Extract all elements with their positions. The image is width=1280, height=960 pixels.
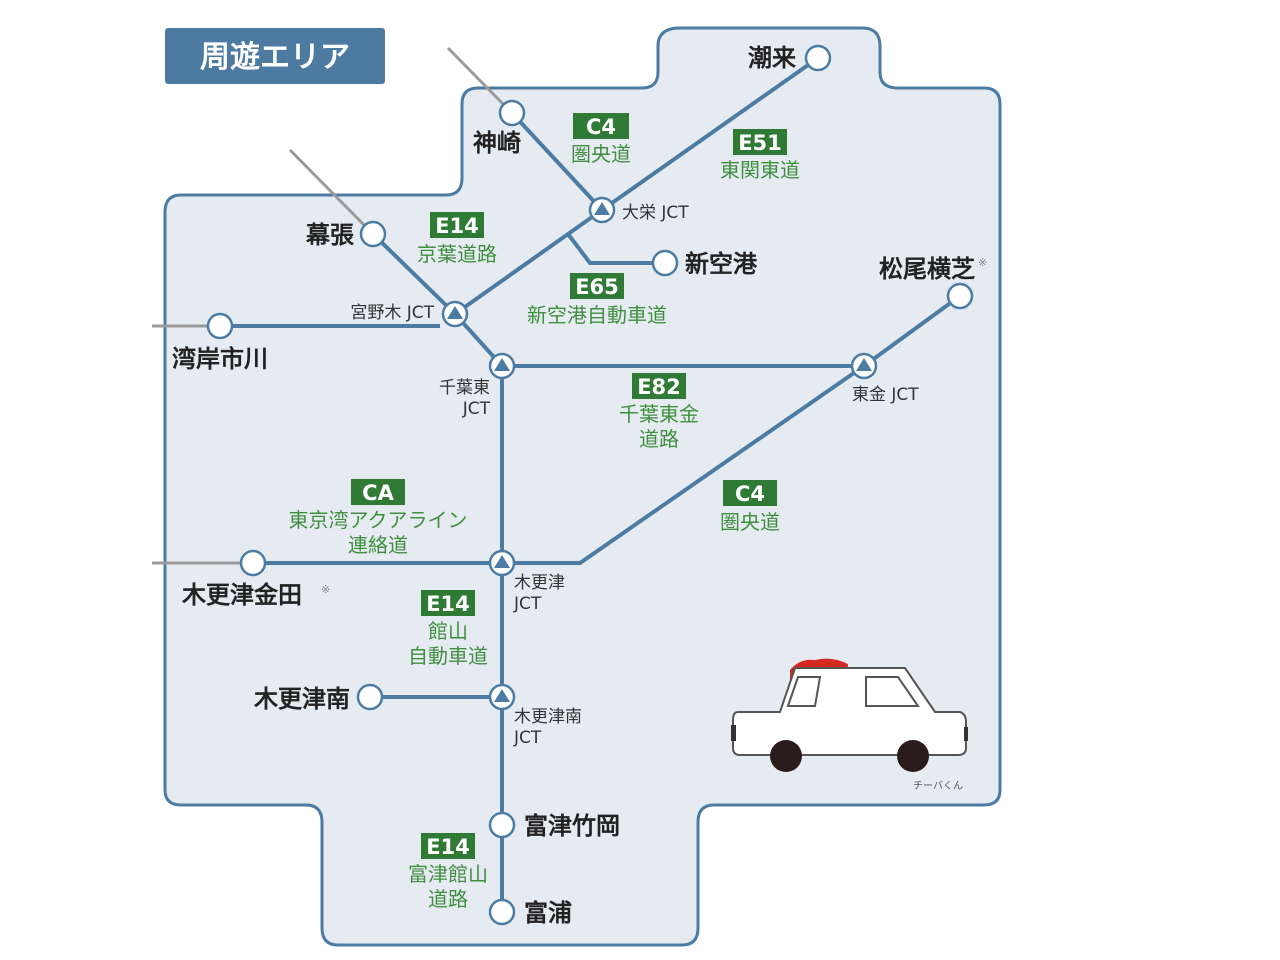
car-illustration: チーバくん (731, 658, 968, 792)
jct-nodes (441, 196, 878, 711)
route-text: E14 (426, 835, 470, 859)
station-node-kozaki[interactable] (498, 99, 526, 127)
jct-label-kisarazu-1: 木更津 (514, 573, 565, 593)
route-text: C4 (586, 115, 616, 139)
jct-icon-taiei[interactable] (588, 196, 616, 224)
station-node-wangan[interactable] (206, 312, 234, 340)
route-text: E65 (575, 275, 619, 299)
jct-icon-kisarazu[interactable] (488, 549, 516, 577)
jct-label-taiei: 大栄 JCT (622, 203, 689, 223)
route-text: 自動車道 (408, 644, 488, 668)
route-badge-ca: CA 東京湾アクアライン 連絡道 (289, 479, 468, 557)
jct-label-kisarazu-2: JCT (513, 594, 542, 614)
station-label-kozaki: 神崎 (473, 129, 521, 157)
map-title: 周遊エリア (200, 40, 350, 75)
expressway-lines (220, 56, 962, 912)
station-label-wangan: 湾岸市川 (172, 345, 268, 373)
route-text: 圏央道 (720, 510, 780, 534)
station-label-kanada: 木更津金田 (181, 581, 302, 609)
station-note-matsuo: ※ (978, 256, 987, 269)
station-nodes (206, 44, 974, 926)
station-label-tomiura: 富浦 (524, 899, 572, 927)
station-label-matsuo: 松尾横芝 (879, 255, 975, 283)
station-node-tomiura[interactable] (488, 898, 516, 926)
route-badge-e82: E82 千葉東金 道路 (619, 373, 699, 451)
station-label-shinkuko: 新空港 (685, 250, 758, 278)
route-text: 千葉東金 (619, 402, 699, 426)
route-text: CA (362, 481, 394, 505)
title-badge: 周遊エリア (165, 28, 385, 84)
station-node-futtsu[interactable] (488, 811, 516, 839)
route-text: E14 (426, 592, 470, 616)
route-badge-e14-futtsu: E14 富津館山 道路 (408, 833, 488, 911)
route-badge-e14-tateyama: E14 館山 自動車道 (408, 590, 488, 668)
station-label-makuhari: 幕張 (305, 221, 355, 249)
station-label-itako: 潮来 (748, 44, 797, 72)
station-node-itako[interactable] (804, 44, 832, 72)
route-text: 館山 (428, 619, 468, 643)
jct-label-miyanogi: 宮野木 JCT (350, 303, 434, 323)
jct-icon-togane[interactable] (850, 352, 878, 380)
jct-icon-miyanogi[interactable] (441, 300, 469, 328)
route-text: E14 (435, 214, 479, 238)
route-text: 新空港自動車道 (527, 303, 667, 327)
jct-label-chibahigashi-2: JCT (462, 399, 491, 419)
route-text: 道路 (428, 887, 468, 911)
route-text: 道路 (639, 427, 679, 451)
station-note-kanada: ※ (321, 583, 330, 596)
jct-label-kisarazuminami-2: JCT (513, 728, 542, 748)
station-node-matsuo[interactable] (946, 282, 974, 310)
station-node-shinkuko[interactable] (651, 249, 679, 277)
jct-label-kisarazuminami-1: 木更津南 (514, 707, 582, 727)
route-badge-c4-north: C4 圏央道 (571, 113, 631, 166)
jct-icon-kisarazu-minami[interactable] (488, 683, 516, 711)
character-caption: チーバくん (913, 780, 963, 792)
station-label-futtsu: 富津竹岡 (524, 812, 620, 840)
jct-label-chibahigashi-1: 千葉東 (439, 378, 490, 398)
station-label-kisarazu-minami: 木更津南 (253, 685, 350, 713)
external-links (152, 46, 507, 565)
route-text: 連絡道 (348, 533, 408, 557)
station-node-makuhari[interactable] (359, 220, 387, 248)
jct-label-togane: 東金 JCT (852, 385, 919, 405)
route-badge-c4-south: C4 圏央道 (720, 480, 780, 534)
station-node-kisarazu-minami[interactable] (356, 683, 384, 711)
route-text: E82 (637, 375, 681, 399)
route-badge-e65: E65 新空港自動車道 (527, 273, 667, 327)
route-text: 富津館山 (408, 862, 488, 886)
route-badge-e51: E51 東関東道 (720, 129, 800, 182)
route-text: 東京湾アクアライン (289, 508, 468, 532)
route-text: 京葉道路 (417, 242, 497, 266)
station-node-kanada[interactable] (239, 549, 267, 577)
route-text: C4 (735, 482, 765, 506)
jct-icon-chibahigashi[interactable] (488, 352, 516, 380)
route-text: 圏央道 (571, 142, 631, 166)
route-text: E51 (738, 131, 782, 155)
route-badge-e14-keiyo: E14 京葉道路 (417, 212, 497, 266)
route-text: 東関東道 (720, 158, 800, 182)
